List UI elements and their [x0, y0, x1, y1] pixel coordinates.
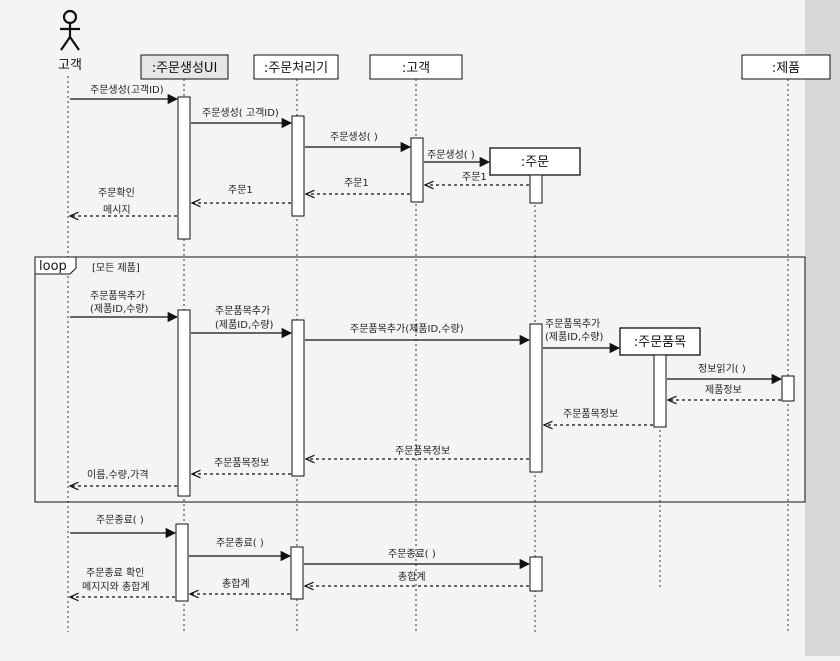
msg-l7-label: 주문품목정보	[563, 408, 618, 420]
lifeline-cust-label: :고객	[402, 61, 430, 76]
msg-l3-label: 주문품목추가(제품ID,수량)	[350, 323, 464, 335]
activation-proc-3	[290, 546, 304, 600]
lifeline-header-cust: :고객	[369, 54, 463, 80]
object-item-label: :주문품목	[634, 335, 686, 350]
page-edge-shade	[805, 0, 840, 656]
activation-item-1	[653, 354, 667, 428]
activation-ui-2	[177, 309, 191, 497]
msg-e5-label: 총합계	[222, 578, 250, 590]
object-order-label: :주문	[521, 155, 549, 170]
lifeline-proc-label: :주문처리기	[264, 61, 328, 76]
msg-l2-label-line1: 주문품목추가	[215, 305, 270, 317]
activation-order-1	[529, 174, 543, 204]
activation-ui-3	[175, 523, 189, 602]
object-order-item: :주문품목	[619, 327, 701, 356]
msg-l1-label-line2: (제품ID,수량)	[90, 303, 149, 315]
loop-guard: [모든 제품]	[92, 262, 140, 274]
msg-l4-label-line2: (제품ID,수량)	[545, 331, 604, 343]
msg-e1-label: 주문종료( )	[96, 514, 144, 526]
msg-e3-label: 주문종료( )	[388, 548, 436, 560]
msg-r4-label-line1: 주문확인	[98, 187, 135, 199]
lifeline-header-proc: :주문처리기	[253, 54, 339, 80]
msg-l2-label-line2: (제품ID,수량)	[215, 319, 274, 331]
msg-l8-label: 주문품목정보	[395, 445, 450, 457]
lifeline-prod-label: :제품	[772, 61, 800, 76]
msg-e4-label: 총합계	[398, 571, 426, 583]
activation-order-2	[529, 323, 543, 473]
return-messages	[70, 185, 781, 597]
actor-stick-figure-icon	[60, 9, 80, 51]
msg-e2-label: 주문종료( )	[216, 537, 264, 549]
activation-bars	[175, 96, 795, 602]
actor-label: 고객	[58, 58, 82, 73]
msg-r2-label: 주문1	[344, 177, 369, 189]
sync-messages	[70, 93, 783, 570]
msg-r1-label: 주문1	[462, 171, 487, 183]
activation-prod-1	[781, 375, 795, 402]
msg-r3-label: 주문1	[228, 184, 253, 196]
activation-cust-1	[410, 137, 424, 203]
activation-proc-1	[291, 115, 305, 217]
msg-m4-label: 주문생성( )	[427, 149, 475, 161]
msg-m2-label: 주문생성( 고객ID)	[202, 107, 279, 119]
msg-r4-label-line2: 메시지	[103, 204, 131, 216]
msg-e6-label-line1: 주문종료 확인	[86, 567, 144, 579]
msg-m3-label: 주문생성( )	[330, 131, 378, 143]
activation-order-3	[529, 556, 543, 592]
msg-m1-label: 주문생성(고객ID)	[90, 84, 164, 96]
msg-l10-label: 이름,수량,가격	[87, 468, 149, 481]
msg-l5-label: 정보읽기( )	[698, 362, 746, 375]
activation-proc-2	[291, 319, 305, 477]
lifeline-header-prod: :제품	[741, 54, 831, 80]
msg-l1-label-line1: 주문품목추가	[90, 290, 145, 302]
msg-l9-label: 주문품목정보	[214, 457, 269, 469]
message-labels: 주문생성(고객ID) 주문생성( 고객ID) 주문생성( ) 주문생성( ) 주…	[82, 84, 746, 593]
msg-l4-label-line1: 주문품목추가	[545, 318, 600, 330]
activation-ui-1	[177, 96, 191, 240]
lifeline-header-ui: :주문생성UI	[140, 54, 229, 80]
lifeline-ui-label: :주문생성UI	[152, 61, 218, 76]
msg-e6-label-line2: 메지지와 총합계	[82, 581, 150, 593]
loop-frame: loop [모든 제품]	[34, 256, 806, 503]
msg-l6-label: 제품정보	[705, 384, 742, 396]
loop-tag: loop	[39, 259, 67, 274]
object-order: :주문	[489, 147, 581, 176]
